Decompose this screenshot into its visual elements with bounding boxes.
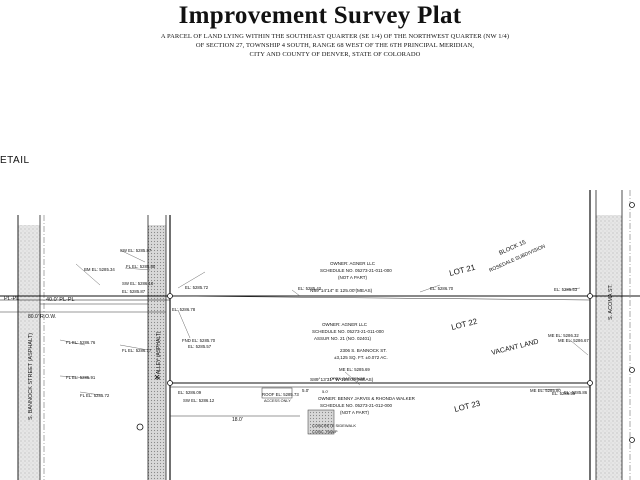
- elev-label: EL: 5285.86: [564, 390, 588, 395]
- note-access: ACCESS ONLY: [264, 399, 291, 403]
- elev-label: ME EL: 5286.32: [548, 333, 579, 338]
- leader-lines: [59, 249, 589, 396]
- plat-subtitle-line-2: OF SECTION 27, TOWNSHIP 4 SOUTH, RANGE 6…: [195, 42, 475, 49]
- alley-label: S. ALLEY (ASPHALT): [156, 331, 162, 380]
- utility-pole-icon-2: [629, 367, 635, 373]
- elev-label: FL EL: 5286.17: [122, 348, 152, 353]
- elev-label: EL: 5286.78: [172, 307, 196, 312]
- owner-south-line-2: SCHEDULE NO. 05273-21-012-000: [320, 403, 393, 408]
- note-sidewalk: CONCRETE SIDEWALK: [312, 423, 356, 428]
- row-width-label: 80.0' R.O.W.: [28, 314, 56, 320]
- street-label-right: S. ACOMA ST.: [608, 284, 614, 320]
- owner-center-line-1: OWNER: AGNER LLC: [322, 322, 368, 327]
- elev-label: EL: 5286.58: [552, 391, 576, 396]
- hydrant-icon: [154, 374, 160, 380]
- south-line-bearing: S89°13'31" W 125.00'(MEAS): [310, 377, 374, 383]
- owner-north-line-1: OWNER: AGNER LLC: [330, 261, 376, 266]
- left-sidewalk: [148, 225, 166, 480]
- street-label-left: S. BANNOCK STREET (ASPHALT): [28, 333, 34, 420]
- pl-left-label: PL-PL: [4, 296, 19, 302]
- left-street-asphalt: [18, 225, 40, 480]
- elev-label: EL: 5285.72: [185, 285, 209, 290]
- elev-label: EL: 5285.87: [122, 289, 146, 294]
- elev-label: EL: 5285.57: [188, 344, 212, 349]
- elev-label: FL EL: 5286.76: [66, 340, 96, 345]
- conc-ramp: [307, 409, 335, 435]
- elev-label: ROOF EL: 5285.73: [262, 392, 299, 397]
- north-fence-line: [169, 295, 591, 301]
- manhole-icon: [136, 423, 144, 431]
- detail-label: ETAIL: [0, 155, 30, 166]
- elev-label: ME EL: 5286.67: [558, 338, 589, 343]
- elev-label: FL EL: 5285.91: [66, 375, 96, 380]
- utility-pole-icon: [629, 202, 635, 208]
- elev-label: EL: 5286.09: [178, 390, 202, 395]
- owner-center-line-3: ASSUR NO. 21 (NO. 02401): [314, 336, 372, 341]
- elev-label: FL EL: 5285.72: [80, 393, 110, 398]
- owner-south-line-3: (NOT A PART): [340, 410, 370, 415]
- monument-ne: [587, 293, 593, 299]
- owner-south-line-1: OWNER: BENNY JARVIS & RHONDA WALKER: [318, 396, 416, 401]
- owner-north-line-2: SCHEDULE NO. 05273-21-011-000: [320, 268, 392, 273]
- elev-label: BM EL: 5285.34: [84, 267, 115, 272]
- elev-label: SW EL: 5286.10: [122, 281, 154, 286]
- address-line-1: 2306 S. BANNOCK ST.: [340, 348, 387, 353]
- lot-21-label: LOT 21: [448, 263, 476, 278]
- elev-label: EL: 5286.70: [430, 286, 454, 291]
- elev-label: SW EL: 5286.12: [183, 398, 215, 403]
- note-ramp: CONC. RAMP: [312, 429, 338, 434]
- elev-label: FND EL: 5285.70: [182, 338, 216, 343]
- monument-sw: [167, 380, 173, 386]
- lot-22-label: LOT 22: [450, 317, 478, 332]
- elev-label: FL EL: 5285.80: [126, 264, 156, 269]
- vacant-land-label: VACANT LAND: [491, 338, 540, 356]
- monument-se: [587, 380, 593, 386]
- plat-subtitle-line-1: A PARCEL OF LAND LYING WITHIN THE SOUTHE…: [160, 33, 510, 40]
- plat-subtitle-line-3: CITY AND COUNTY OF DENVER, STATE OF COLO…: [249, 51, 421, 58]
- elev-label: ME EL: 5285.69: [339, 367, 370, 372]
- elev-label: ME EL: 5285.80: [530, 388, 561, 393]
- elev-label: EL: 5285.53: [554, 287, 578, 292]
- plat-title: Improvement Survey Plat: [178, 2, 462, 29]
- note-fence: OPEN BAR FENCE: [330, 376, 366, 381]
- pl-top-label: 40.0' PL-PL: [46, 297, 75, 303]
- elev-label: EL: 5285.42: [298, 286, 322, 291]
- small-dim-label: 5.0': [302, 388, 309, 393]
- owner-center-line-2: SCHEDULE NO. 05273-21-011-000: [312, 329, 384, 334]
- owner-north-line-3: (NOT A PART): [338, 275, 368, 280]
- right-alley-asphalt: [596, 215, 622, 480]
- monument-nw: [167, 293, 173, 299]
- fence-detail-box: [261, 387, 293, 399]
- lot-23-label: LOT 23: [453, 399, 481, 414]
- elevation-labels: EL: 5285.72 EL: 5285.42 EL: 5286.70 EL: …: [66, 248, 589, 403]
- bottom-dim-label: 18.0': [232, 417, 243, 423]
- note-dim: 5.0': [322, 389, 329, 394]
- elev-label: SW EL: 5285.87: [120, 248, 152, 253]
- north-line-bearing: N89°14'14" E 125.00'(MEAS): [310, 288, 373, 294]
- utility-pole-icon-3: [629, 437, 635, 443]
- address-line-2: ±3,125 SQ. FT. ±0.072 AC.: [334, 355, 388, 360]
